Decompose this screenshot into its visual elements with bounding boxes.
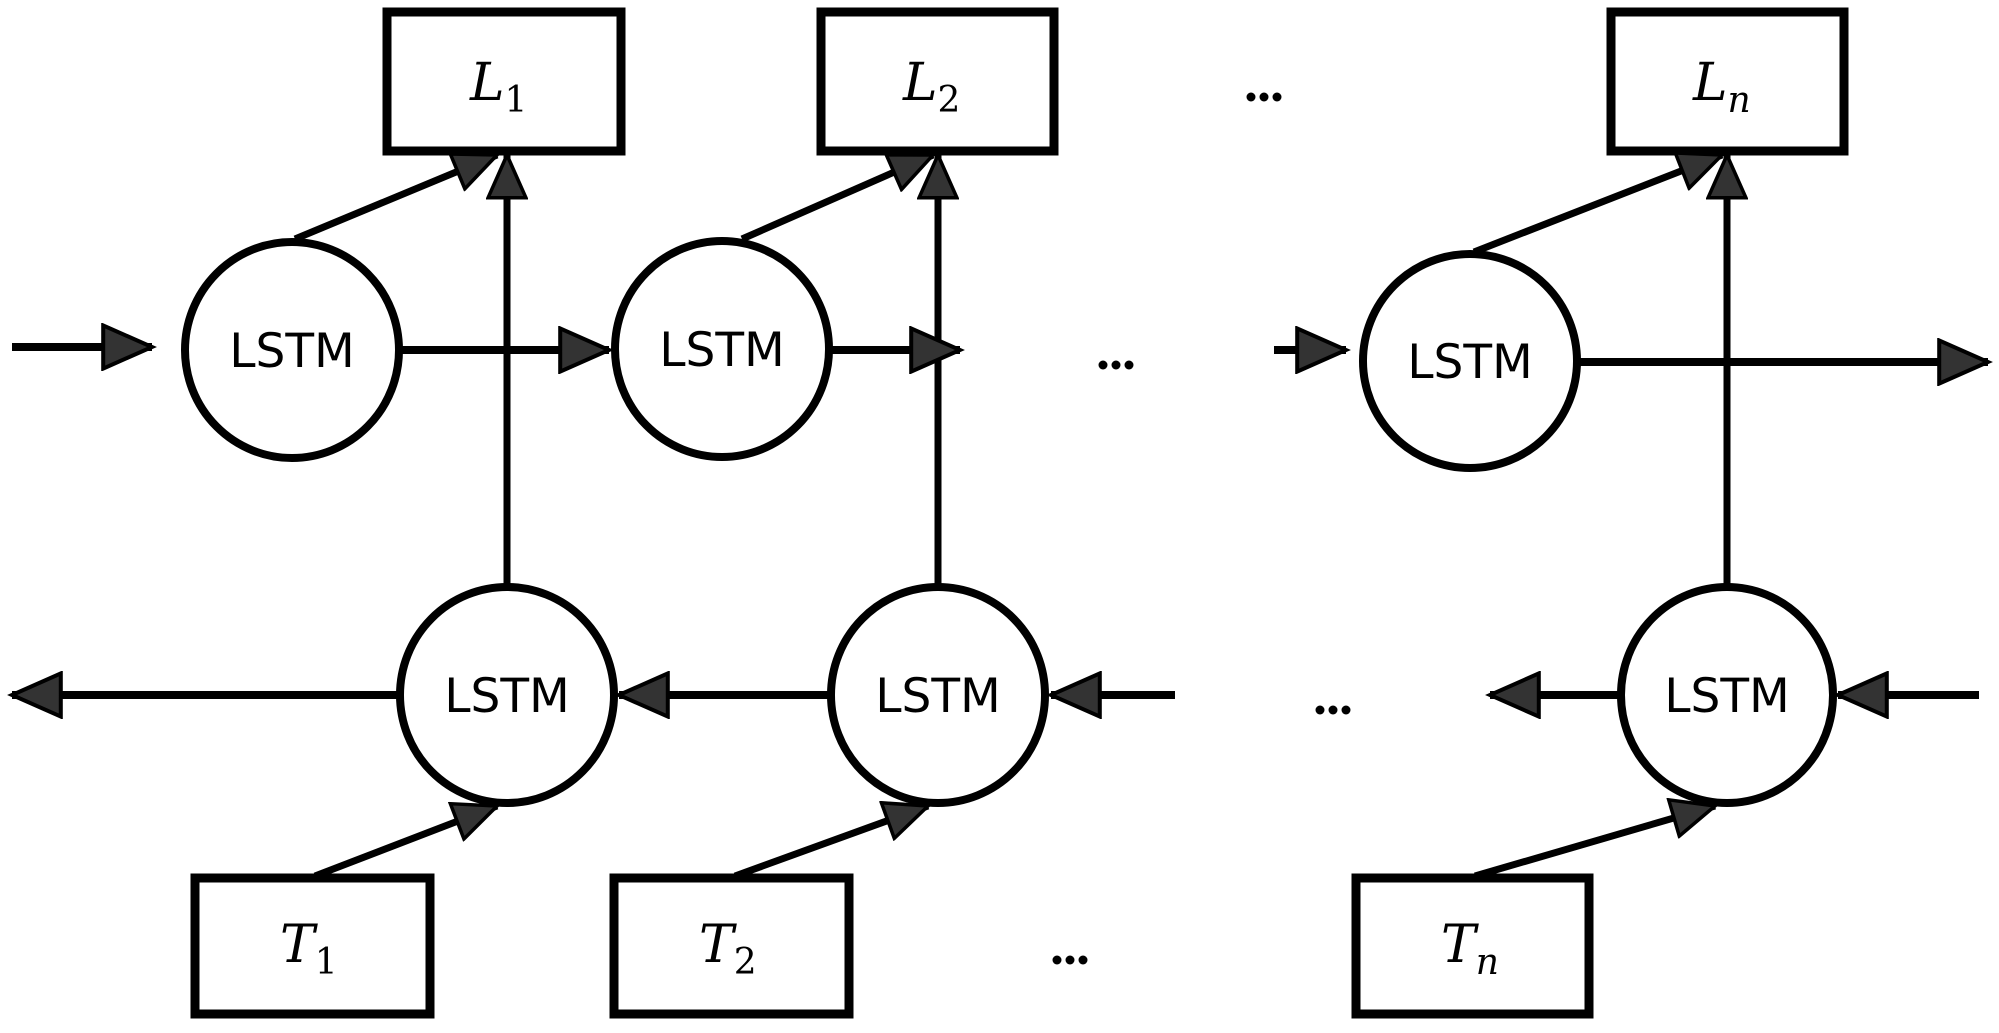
backward-lstm-cell-1: LSTM bbox=[396, 583, 618, 807]
output-box-2: L2 bbox=[816, 7, 1059, 156]
arrow-forwardn-to-outputn bbox=[1472, 155, 1722, 256]
input-box-1: T1 bbox=[190, 873, 435, 1019]
forward-lstm-cell-n: LSTM bbox=[1359, 250, 1581, 472]
arrow-forward1-to-output1 bbox=[293, 151, 497, 243]
backward-lstm-cell-n: LSTM bbox=[1617, 583, 1837, 807]
arrow-input2-to-backward2 bbox=[733, 806, 928, 880]
output-label-1: L1 bbox=[469, 53, 527, 121]
input-box-2: T2 bbox=[609, 873, 854, 1019]
ellipsis-inputs bbox=[1052, 955, 1088, 965]
output-label-2: L2 bbox=[902, 53, 960, 121]
lstm-label: LSTM bbox=[444, 669, 569, 724]
lstm-label: LSTM bbox=[1407, 335, 1532, 390]
arrow-inputn-to-backwardn bbox=[1474, 806, 1715, 880]
lstm-label: LSTM bbox=[875, 669, 1000, 724]
ellipsis-backward-layer bbox=[1315, 705, 1351, 715]
input-label-2: T2 bbox=[699, 915, 757, 983]
input-box-n: Tn bbox=[1351, 873, 1594, 1019]
arrow-forward2-to-output2 bbox=[740, 151, 933, 243]
forward-lstm-cell-2: LSTM bbox=[611, 237, 833, 461]
input-label-n: Tn bbox=[1441, 915, 1499, 983]
arrow-input1-to-backward1 bbox=[313, 806, 497, 880]
lstm-label: LSTM bbox=[229, 324, 354, 379]
output-box-1: L1 bbox=[382, 7, 626, 156]
ellipsis-outputs bbox=[1246, 92, 1282, 102]
lstm-label: LSTM bbox=[659, 323, 784, 378]
output-label-n: Ln bbox=[1692, 53, 1751, 121]
forward-lstm-cell-1: LSTM bbox=[181, 238, 403, 462]
input-label-1: T1 bbox=[280, 915, 338, 983]
lstm-label: LSTM bbox=[1664, 669, 1789, 724]
backward-lstm-cell-2: LSTM bbox=[827, 583, 1049, 807]
ellipsis-forward-layer bbox=[1098, 360, 1134, 370]
output-box-n: Ln bbox=[1606, 7, 1849, 156]
